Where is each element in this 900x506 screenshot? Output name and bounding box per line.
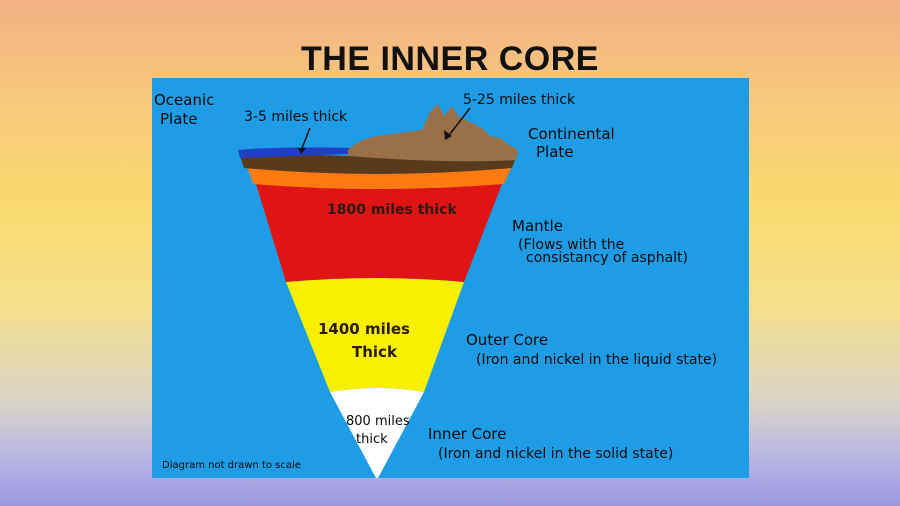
earth-layers-diagram: Oceanic Plate 3-5 miles thick 5-25 miles… xyxy=(152,78,749,478)
oceanic-plate-label-line1: Oceanic xyxy=(154,91,215,109)
outer-core-thickness-label-line1: 1400 miles xyxy=(318,320,410,338)
continental-plate-label-line1: Continental xyxy=(528,125,615,143)
oceanic-plate-label-line2: Plate xyxy=(160,110,198,128)
slide-title: THE INNER CORE xyxy=(301,40,599,78)
oceanic-thickness-pointer xyxy=(301,127,311,149)
scale-note: Diagram not drawn to scale xyxy=(162,460,301,471)
inner-core-label: Inner Core xyxy=(428,425,507,443)
mantle-description-line2: consistancy of asphalt) xyxy=(526,250,688,266)
inner-core-layer xyxy=(330,388,424,478)
outer-core-label: Outer Core xyxy=(466,331,549,349)
continental-plate-label-line2: Plate xyxy=(536,143,574,161)
outer-core-thickness-label-line2: Thick xyxy=(352,343,397,361)
mantle-layer xyxy=(256,184,502,282)
mantle-description-line1: (Flows with the xyxy=(518,237,625,253)
oceanic-pointer-head xyxy=(298,148,306,154)
inner-core-description: (Iron and nickel in the solid state) xyxy=(438,446,674,462)
continental-pointer-head xyxy=(444,130,452,140)
inner-core-thickness-label-line1: 800 miles xyxy=(346,414,410,429)
oceanic-thickness-label: 3-5 miles thick xyxy=(244,109,348,125)
continental-thickness-label: 5-25 miles thick xyxy=(463,92,576,108)
inner-core-thickness-label-line2: thick xyxy=(356,432,388,447)
oceanic-crust xyxy=(238,147,352,158)
earth-cross-section xyxy=(238,104,518,478)
outer-core-description: (Iron and nickel in the liquid state) xyxy=(476,352,718,368)
continental-crust xyxy=(348,104,518,162)
mantle-label: Mantle xyxy=(512,217,563,235)
mantle-thickness-label: 1800 miles thick xyxy=(327,202,457,218)
continental-thickness-pointer xyxy=(449,107,471,135)
outer-core-layer xyxy=(286,278,464,392)
